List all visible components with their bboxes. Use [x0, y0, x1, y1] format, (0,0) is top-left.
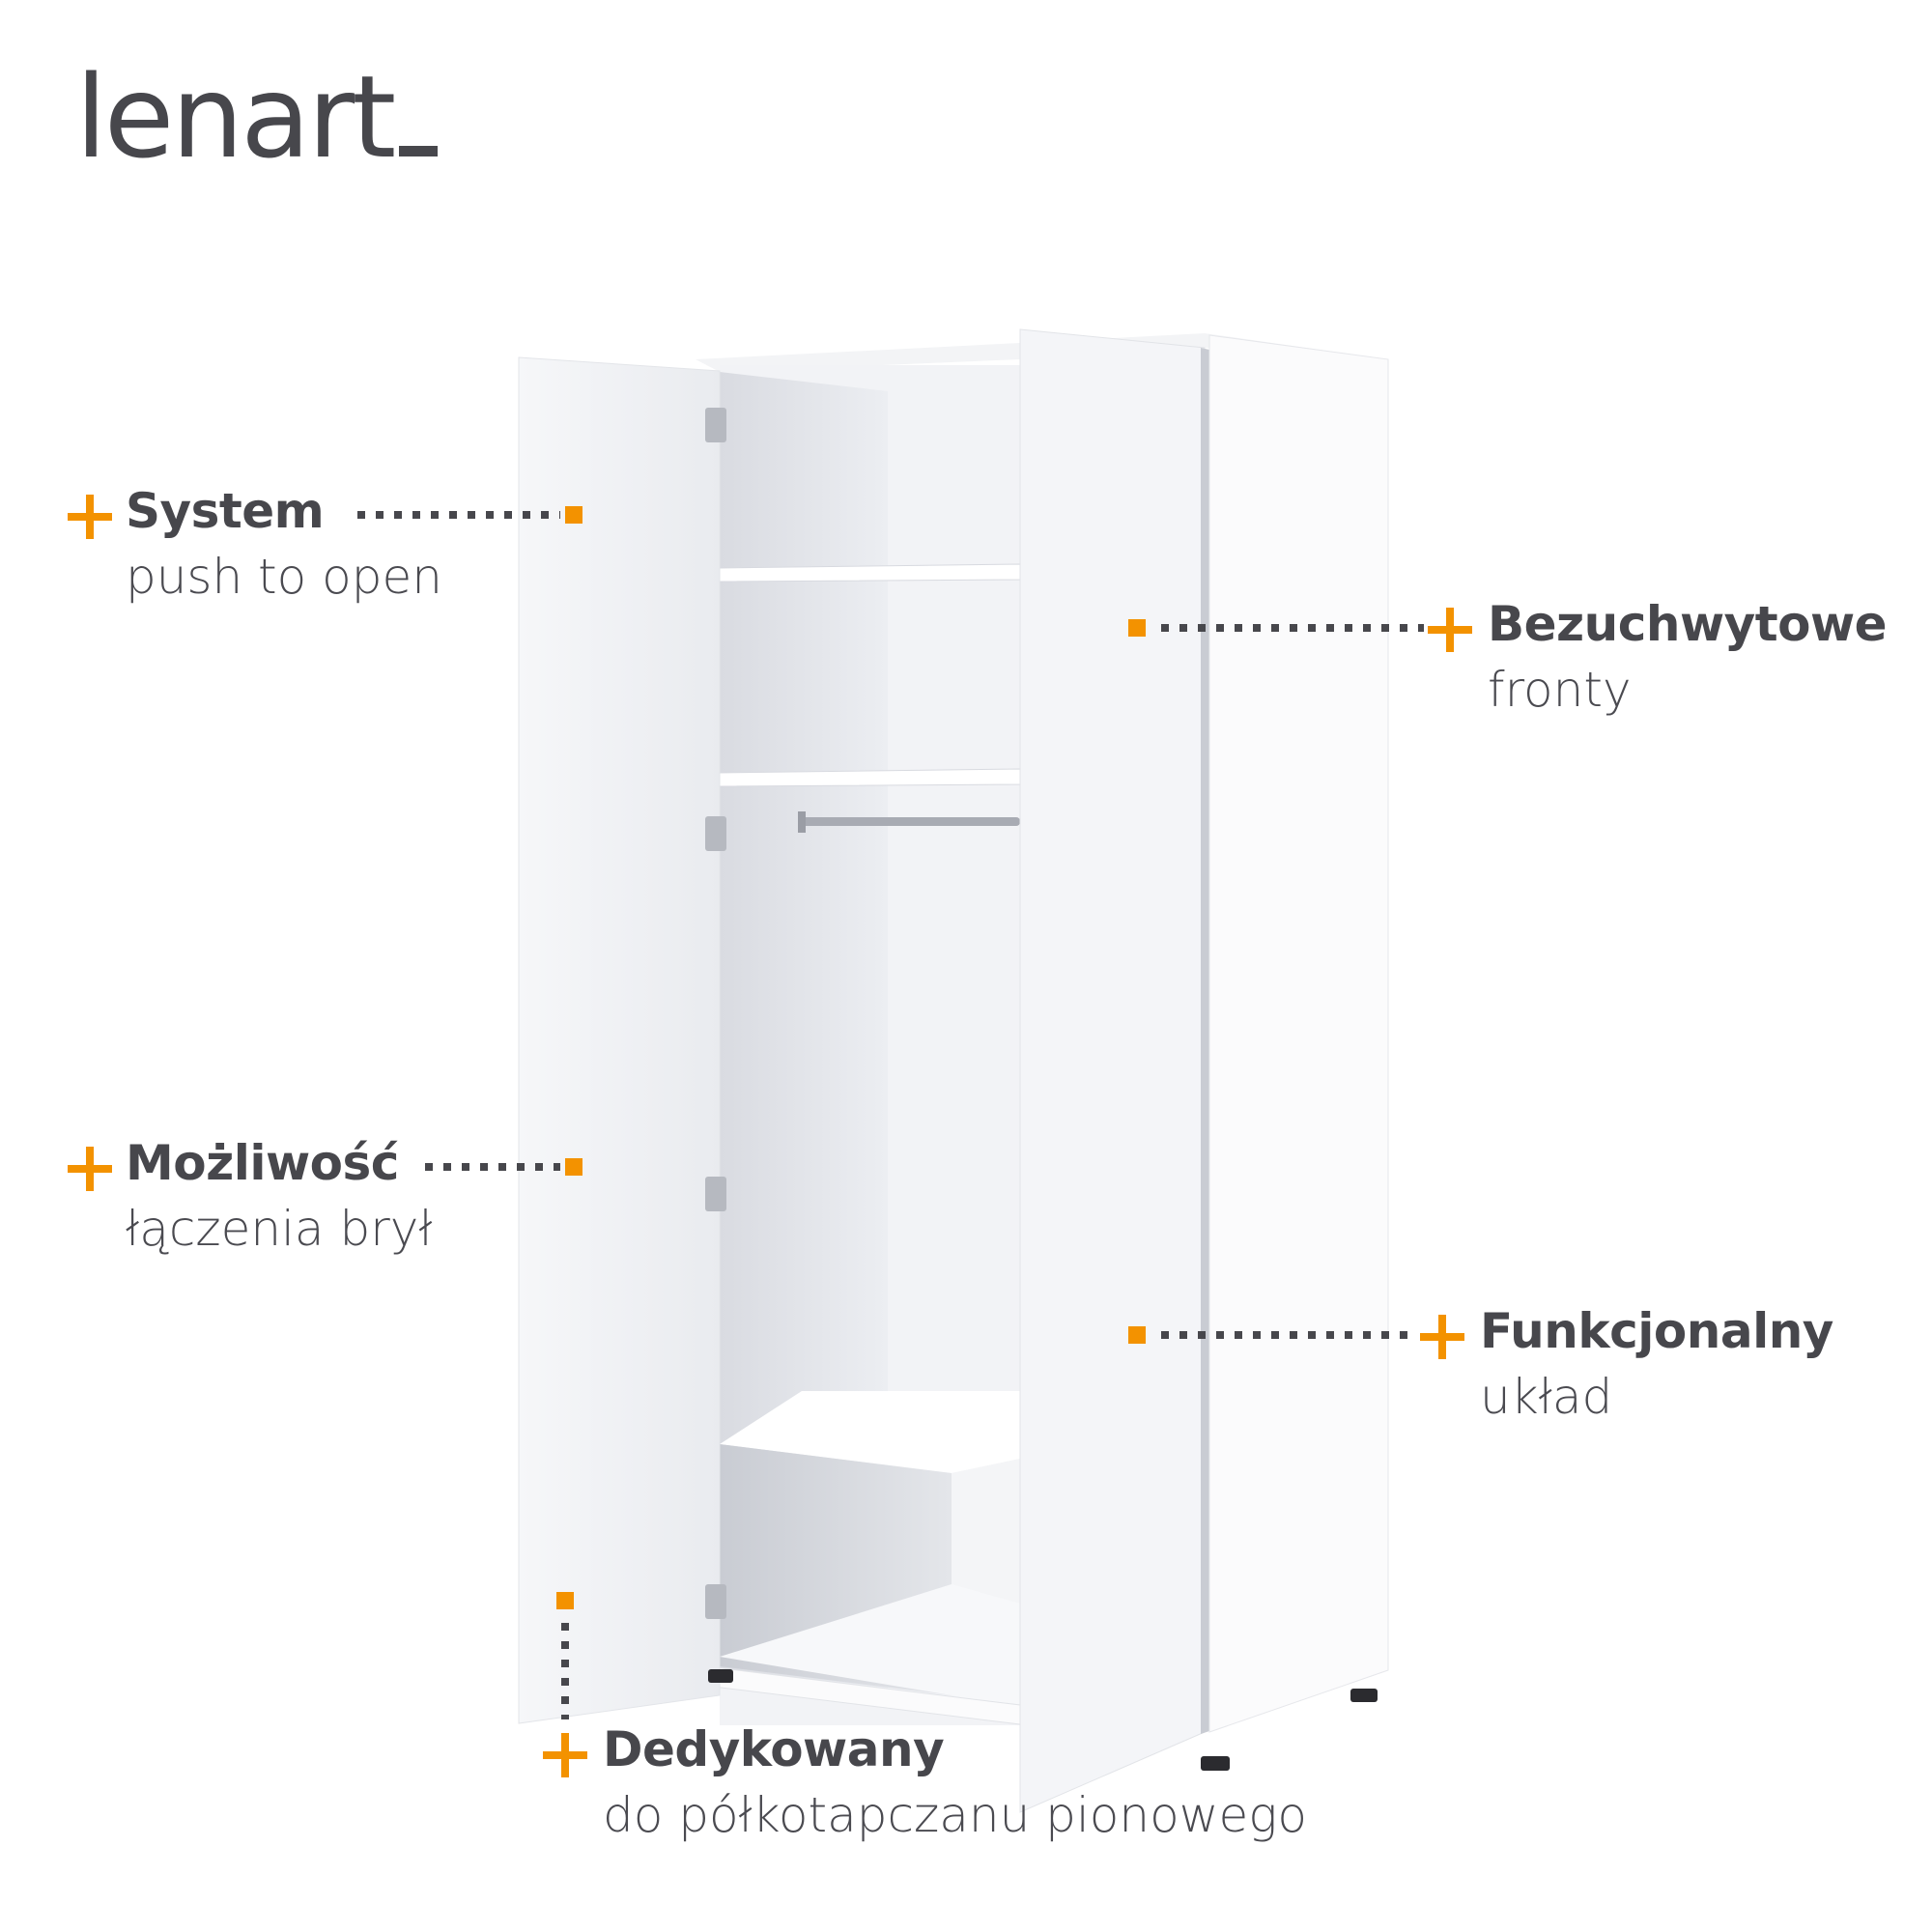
hinges	[705, 408, 726, 1619]
rod-holder	[798, 811, 806, 833]
hanging-rod	[800, 817, 1020, 826]
callout-subtitle: fronty	[1488, 662, 1632, 718]
inner-side-panel	[720, 372, 888, 1700]
foot	[708, 1669, 733, 1683]
marker-point	[565, 1158, 582, 1176]
leader-line	[1161, 624, 1424, 632]
callout-subtitle: układ	[1480, 1369, 1613, 1425]
right-door	[1019, 328, 1206, 1813]
marker-point	[565, 506, 582, 524]
leader-line	[357, 511, 560, 519]
leader-line	[561, 1623, 569, 1719]
plus-icon	[68, 1147, 112, 1191]
foot	[1350, 1689, 1378, 1702]
callout-subtitle: do półkotapczanu pionowego	[603, 1787, 1307, 1843]
box-bottom	[720, 1584, 1020, 1710]
plus-icon	[543, 1733, 587, 1777]
callout-subtitle: łączenia brył	[126, 1201, 433, 1257]
left-door	[518, 356, 721, 1724]
callout-title: System	[126, 483, 325, 539]
marker-point	[1128, 619, 1146, 637]
callout-subtitle: push to open	[126, 549, 442, 605]
plus-icon	[68, 495, 112, 539]
plus-icon	[1420, 1315, 1464, 1359]
callout-title: Bezuchwytowe	[1488, 596, 1888, 652]
plus-icon	[1428, 608, 1472, 652]
logo-underscore	[399, 146, 439, 156]
leader-line	[1161, 1331, 1417, 1339]
brand-logo: lenart	[75, 50, 439, 184]
callout-title: Dedykowany	[603, 1721, 945, 1777]
callout-title: Możliwość	[126, 1135, 399, 1191]
callout-title: Funkcjonalny	[1480, 1303, 1833, 1359]
door-gap	[1201, 348, 1209, 1734]
logo-text: lenart	[75, 50, 396, 184]
side-panel	[1208, 334, 1389, 1733]
marker-point	[556, 1592, 574, 1609]
foot	[1201, 1756, 1230, 1771]
box-top	[720, 1391, 1020, 1473]
leader-line	[425, 1163, 560, 1171]
marker-point	[1128, 1326, 1146, 1344]
